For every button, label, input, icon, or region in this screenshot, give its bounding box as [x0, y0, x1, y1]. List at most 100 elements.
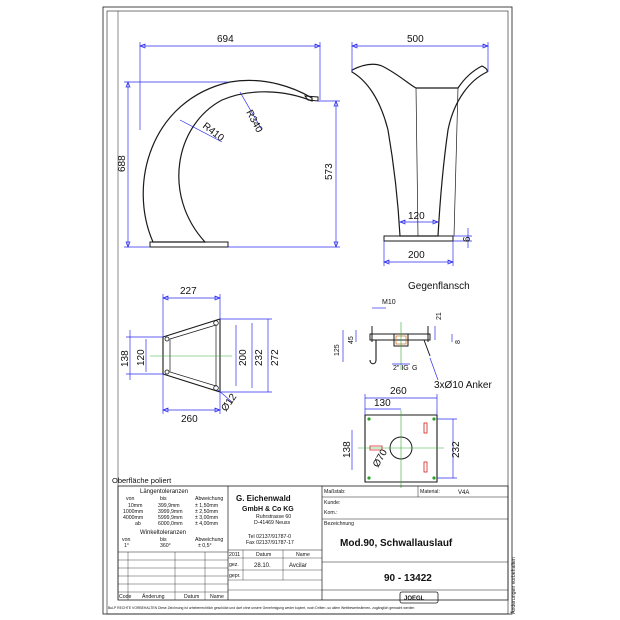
title-block: Oberfläche poliert Längentoleranzen von …	[108, 476, 517, 614]
flange-hole-1	[213, 320, 219, 326]
front-view-base-flange	[149, 241, 229, 248]
angle-tol-dev: ± 0,5°	[198, 543, 212, 549]
dim-cf-260: 260	[390, 386, 407, 397]
material-label: Material:	[420, 489, 440, 495]
front-view: 694 688 573 R410 R340	[117, 34, 340, 248]
counter-flange-title: Gegenflansch	[408, 281, 470, 292]
gez-label: gez.	[229, 562, 239, 568]
angle-tol-header-dev: Abweichung	[195, 537, 223, 543]
dim-cf-125: 125	[334, 344, 341, 356]
dim-flange-232: 232	[254, 349, 265, 366]
company-name: G. Eichenwald	[236, 494, 291, 503]
drawing-title: Mod.90, Schwallauslauf	[340, 538, 453, 549]
dim-cf-8: 8	[455, 340, 462, 344]
flange-view: 227 138 120 200 232 272 260 Ø12	[120, 286, 281, 425]
dim-flange-272: 272	[270, 349, 281, 366]
dim-side-base: 200	[408, 250, 425, 261]
dim-flange-length: 227	[180, 286, 197, 297]
dim-flange-h-inner: 120	[136, 349, 147, 366]
length-tol-title: Längentoleranzen	[140, 489, 188, 495]
designation-label: Bezeichnung	[324, 521, 354, 527]
tol-cell: ± 4,00mm	[195, 521, 218, 527]
gepr-label: gepr.	[229, 573, 241, 579]
material-value: V4A	[458, 490, 469, 496]
rev-header-name: Name	[210, 594, 224, 600]
approval-grid: 2011 Datum Name gez. 28.10. Avcilar gepr…	[228, 550, 322, 591]
company-fax: Fax 02137/91787-17	[246, 540, 294, 546]
logo-box	[399, 591, 439, 604]
dim-front-height-total: 688	[117, 155, 128, 172]
year: 2011	[229, 552, 240, 558]
dim-cf-232: 232	[451, 441, 462, 458]
title-block-frame	[117, 485, 509, 601]
length-tol-header-dev: Abweichung	[195, 496, 223, 502]
footer-note: BuLP RECHTE VORBEHALTEN Diese Zeichnung …	[108, 606, 415, 610]
dim-front-width: 694	[217, 34, 234, 45]
flange-hole-3	[164, 336, 170, 342]
tol-cell: 10mm	[128, 503, 142, 509]
revision-grid: Code Änderung Datum Name	[118, 552, 228, 600]
company-city: D-41469 Neuss	[254, 520, 290, 526]
dim-cf-2ig: 2" IG	[393, 365, 409, 372]
counter-flange-plate	[369, 333, 431, 341]
tol-cell: ab	[135, 521, 141, 527]
dim-front-height-spout: 573	[324, 163, 335, 180]
scale-label: Maßstab:	[324, 489, 346, 495]
gez-date: 28.10.	[254, 563, 271, 569]
flange-plate	[162, 318, 221, 393]
company-tel: Tel 02137/91787-0	[248, 534, 291, 540]
name-label: Name	[296, 552, 310, 558]
length-tol-header-to: bis	[160, 496, 167, 502]
flange-hole-2	[213, 385, 219, 391]
counter-flange: Gegenflansch M10 21 8 125 45 G 2" IG 3xØ…	[334, 281, 492, 488]
side-view-outline	[351, 63, 488, 237]
tol-cell: 4000mm	[123, 515, 143, 521]
side-note: Änderungen vorbehalten	[510, 557, 517, 614]
dim-m10: M10	[382, 299, 396, 306]
anchor-note: 3xØ10 Anker	[434, 380, 492, 391]
angle-tol-header-from: von	[122, 537, 130, 543]
company-name-2: GmbH & Co KG	[242, 506, 294, 513]
tol-cell: 5999,9mm	[158, 515, 183, 521]
dim-flange-h-outer: 138	[120, 350, 131, 367]
company-street: Ruhrstrasse 60	[256, 514, 291, 520]
dim-cf-45: 45	[348, 336, 355, 344]
surface-note: Oberfläche poliert	[112, 476, 172, 485]
angle-tol-title: Winkeltoleranzen	[140, 530, 186, 536]
rev-header-code: Code	[119, 594, 132, 600]
rev-header-change: Änderung	[142, 593, 165, 600]
angle-tol-from: 1°	[124, 543, 129, 549]
tol-cell: 6000,0mm	[158, 521, 183, 527]
angle-tol-header-to: bis	[160, 537, 167, 543]
gez-name: Avcilar	[289, 563, 307, 569]
tol-cell: ± 3,00mm	[195, 515, 218, 521]
dim-cf-bore: Ø70	[371, 447, 390, 469]
commission-label: Kom.:	[324, 510, 338, 516]
tol-cell: 1000mm	[123, 509, 143, 515]
angle-tol-to: 360°	[160, 543, 171, 549]
anchor-hook	[369, 340, 377, 365]
flange-hole-4	[164, 369, 170, 375]
dim-side-neck: 120	[408, 211, 425, 222]
sheet-border-inner	[106, 10, 509, 615]
counter-flange-plan	[364, 414, 438, 483]
side-view-base-flange	[383, 235, 454, 242]
length-tol-rows: 10mm 399,9mm ± 1,50mm 1000mm 3999,9mm ± …	[123, 503, 218, 527]
date-label: Datum	[256, 552, 271, 558]
tol-cell: 399,9mm	[158, 503, 180, 509]
dim-cf-138: 138	[342, 441, 353, 458]
dim-flange-200: 200	[238, 349, 249, 366]
rev-header-date: Datum	[184, 594, 199, 600]
dim-side-top-width: 500	[407, 34, 424, 45]
dim-cf-130: 130	[374, 398, 391, 409]
logo: JOEGL	[404, 596, 425, 602]
dim-flange-base: 260	[181, 414, 198, 425]
dim-flange-hole: Ø12	[219, 392, 239, 414]
dim-radius-inner: R340	[243, 108, 264, 135]
dim-side-flange: 6	[462, 236, 473, 242]
customer-label: Kunde:	[324, 500, 340, 506]
dim-cf-g: G	[412, 365, 417, 372]
drawing-number: 90 - 13422	[384, 573, 432, 584]
tol-cell: ± 1,50mm	[195, 503, 218, 509]
